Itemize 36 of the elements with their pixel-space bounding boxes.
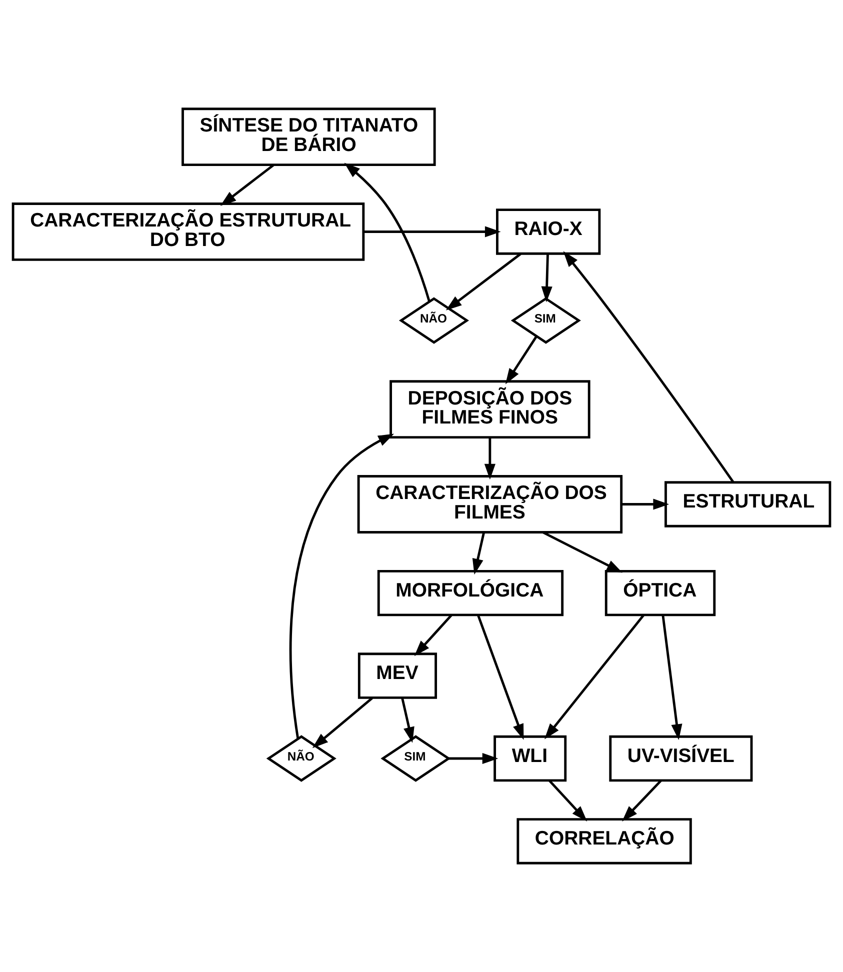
arrow — [477, 614, 524, 740]
arrow — [472, 532, 486, 575]
arrow — [541, 254, 552, 302]
arrow — [621, 498, 670, 510]
arrow — [548, 780, 588, 822]
node-box: ÓPTICA — [604, 570, 716, 616]
arrow — [544, 614, 644, 740]
node-box: ESTRUTURAL — [664, 481, 832, 528]
node-box: MORFOLÓGICA — [377, 570, 564, 616]
node-box: DEPOSIÇÃO DOS FILMES FINOS — [390, 380, 590, 439]
arrow — [414, 614, 452, 656]
arrow — [344, 162, 430, 302]
arrow — [364, 226, 501, 238]
arrow — [312, 697, 373, 748]
node-diamond: SIM — [380, 735, 451, 782]
node-diamond: SIM — [510, 297, 581, 344]
arrow — [542, 531, 623, 573]
node-box: CARACTERIZAÇÃO ESTRUTURAL DO BTO — [12, 202, 365, 261]
node-box: UV-VISÍVEL — [609, 735, 753, 782]
node-box: MEV — [358, 652, 438, 699]
arrow — [448, 752, 498, 764]
arrow — [401, 698, 414, 743]
arrow — [484, 438, 496, 480]
arrow — [622, 780, 662, 822]
node-box: RAIO-X — [496, 208, 601, 255]
arrow — [220, 164, 274, 206]
arrow — [505, 336, 538, 384]
node-box: CARACTERIZAÇÃO DOS FILMES — [357, 475, 623, 534]
node-box: CORRELAÇÃO — [516, 818, 692, 864]
node-box: WLI — [494, 735, 567, 782]
arrow — [289, 434, 394, 739]
node-diamond: NÃO — [266, 735, 336, 782]
node-box: SÍNTESE DO TITANATO DE BÁRIO — [182, 108, 436, 166]
arrow — [446, 252, 522, 310]
arrow — [662, 615, 682, 740]
arrow — [563, 251, 734, 483]
